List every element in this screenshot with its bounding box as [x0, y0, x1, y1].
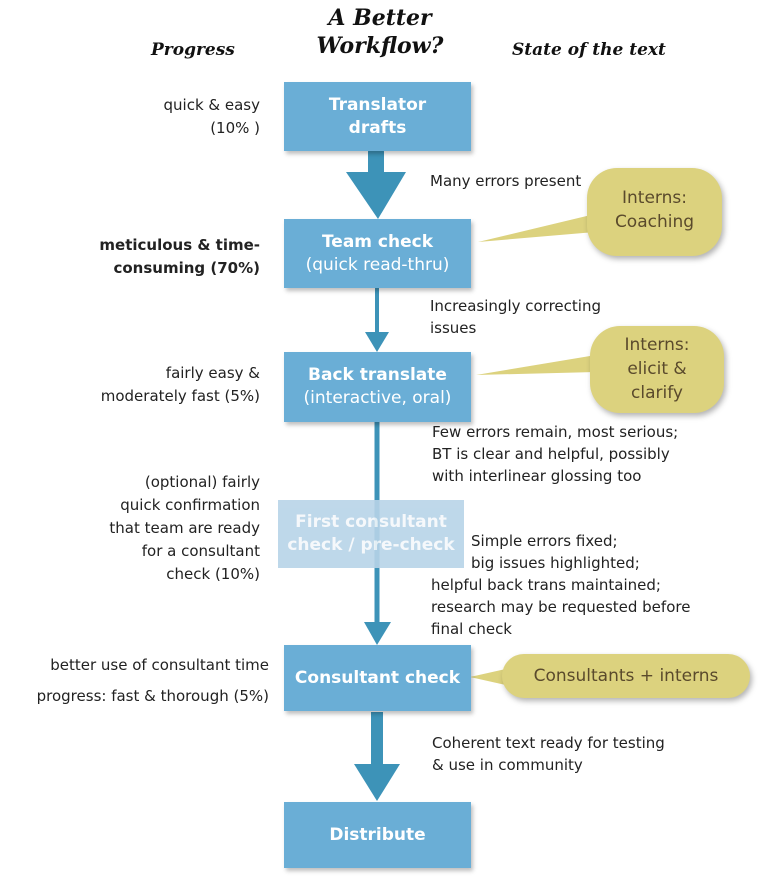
- progress-note-team-check: meticulous & time- consuming (70%): [99, 234, 260, 280]
- state-note-drafts: Many errors present: [430, 170, 581, 192]
- note-line: quick & easy: [163, 96, 260, 114]
- arrow-consultant-to-distribute: [354, 712, 400, 801]
- progress-note-consultant-check: better use of consultant time progress: …: [37, 650, 269, 712]
- title-line-1: A Better: [328, 5, 432, 31]
- note-line: consuming (70%): [113, 259, 260, 277]
- callout-line: Interns:: [622, 188, 687, 208]
- note-line: with interlinear glossing too: [432, 467, 642, 485]
- step-label: drafts: [348, 117, 407, 138]
- progress-column-header: Progress: [151, 40, 235, 60]
- note-line: meticulous & time-: [99, 236, 260, 254]
- step-first-consultant-check: First consultant check / pre-check: [278, 500, 464, 568]
- callout-line: Interns:: [624, 335, 690, 355]
- note-line: Increasingly correcting: [430, 297, 601, 315]
- callout-line: elicit &: [627, 359, 687, 379]
- step-translator-drafts: Translator drafts: [284, 82, 471, 151]
- callout-coaching-shape: [478, 168, 722, 256]
- note-line: final check: [431, 620, 512, 638]
- callout-interns-elicit: Interns: elicit & clarify: [590, 333, 724, 405]
- callout-line: Consultants + interns: [533, 666, 719, 686]
- progress-note-back-translate: fairly easy & moderately fast (5%): [101, 362, 260, 408]
- note-line: fairly easy &: [165, 364, 260, 382]
- progress-note-drafts: quick & easy (10% ): [164, 94, 260, 140]
- note-line: better use of consultant time: [50, 656, 269, 674]
- note-line: Coherent text ready for testing: [432, 734, 665, 752]
- step-label: First consultant: [295, 512, 447, 532]
- step-back-translate: Back translate (interactive, oral): [284, 352, 471, 422]
- step-label: check / pre-check: [287, 535, 455, 555]
- arrow-team-to-back: [365, 288, 389, 352]
- note-line: Many errors present: [430, 172, 582, 190]
- note-line: & use in community: [432, 756, 583, 774]
- note-line: Few errors remain, most serious;: [432, 423, 679, 441]
- note-line: that team are ready: [109, 519, 260, 537]
- note-line: check (10%): [166, 565, 260, 583]
- note-line: helpful back trans maintained;: [431, 576, 661, 594]
- step-sublabel: (quick read-thru): [305, 254, 450, 275]
- state-note-consultant-check: Coherent text ready for testing & use in…: [432, 732, 665, 776]
- note-line: moderately fast (5%): [100, 387, 260, 405]
- callout-interns-coaching: Interns: Coaching: [587, 186, 722, 234]
- note-line: progress: fast & thorough (5%): [36, 687, 269, 705]
- note-line: (optional) fairly: [144, 473, 260, 491]
- note-line: big issues highlighted;: [471, 554, 640, 572]
- note-line: quick confirmation: [120, 496, 260, 514]
- step-label: Translator: [328, 94, 427, 115]
- step-label: Consultant check: [294, 667, 461, 688]
- arrow-drafts-to-team: [346, 144, 406, 219]
- callout-line: Coaching: [614, 212, 695, 232]
- step-team-check: Team check (quick read-thru): [284, 219, 471, 288]
- note-line: research may be requested before: [431, 598, 691, 616]
- callout-consultants-shape: [470, 654, 750, 698]
- diagram-title: A Better Workflow?: [300, 4, 460, 60]
- step-label: Team check: [321, 231, 434, 252]
- note-line: BT is clear and helpful, possibly: [432, 445, 670, 463]
- state-note-first-consultant: Simple errors fixed; big issues highligh…: [431, 530, 690, 640]
- state-note-team-check: Increasingly correcting issues: [430, 295, 601, 339]
- state-column-header: State of the text: [512, 40, 666, 60]
- step-consultant-check: Consultant check: [284, 645, 471, 711]
- progress-note-first-consultant: (optional) fairly quick confirmation tha…: [109, 471, 260, 586]
- step-distribute: Distribute: [284, 802, 471, 868]
- note-line: for a consultant: [141, 542, 260, 560]
- step-sublabel: (interactive, oral): [303, 388, 452, 408]
- note-line: (10% ): [210, 119, 260, 137]
- callout-consultants-interns: Consultants + interns: [502, 664, 750, 688]
- note-line: Simple errors fixed;: [471, 532, 618, 550]
- step-label: Distribute: [329, 824, 426, 845]
- title-line-2: Workflow?: [316, 33, 444, 59]
- callout-line: clarify: [631, 383, 683, 403]
- note-line: issues: [430, 319, 477, 337]
- callout-elicit-shape: [476, 326, 724, 413]
- step-label: Back translate: [308, 365, 447, 385]
- state-note-back-translate: Few errors remain, most serious; BT is c…: [432, 421, 678, 487]
